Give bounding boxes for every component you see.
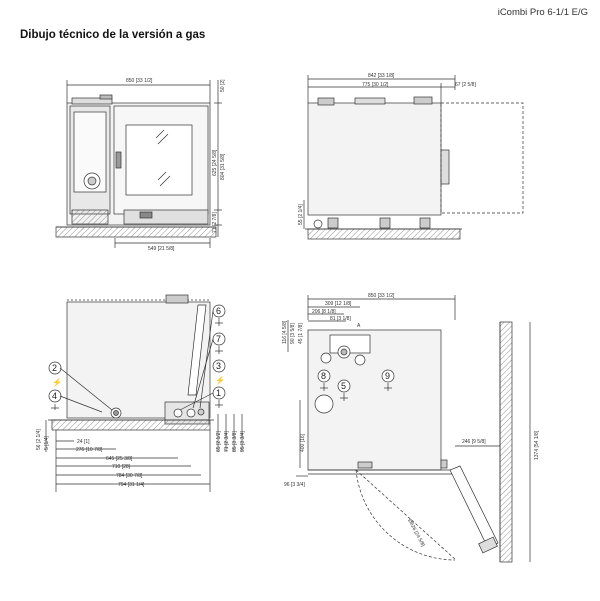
top-d3-dim: 81 [3 1/8] — [330, 316, 351, 322]
callout-9 — [381, 369, 395, 383]
svg-text:8: 8 — [321, 371, 326, 381]
conn-h3-dim: 645 [25 3/8] — [106, 456, 133, 462]
svg-text:4: 4 — [52, 391, 57, 401]
conn-h5-dim: 784 [30 7/8] — [116, 473, 143, 479]
total-depth-dim: 1374 [54 1/8] — [534, 430, 540, 460]
front-width-dim: 850 [33 1/2] — [126, 78, 153, 84]
electric-icon-2: ⚡ — [215, 375, 225, 385]
side-view: 842 [33 1/8] 775 [30 1/2] 67 [2 5/8] 55 … — [298, 73, 524, 240]
svg-text:2: 2 — [52, 363, 57, 373]
side-door-offset-dim: 67 [2 5/8] — [455, 82, 476, 88]
bottom-left-dim: 96 [3 3/4] — [284, 482, 305, 488]
point-a: A — [357, 323, 361, 329]
svg-text:9: 9 — [385, 371, 390, 381]
connections-view: 24 [1] 276 [10 7/8] 645 [25 3/8] 710 [28… — [36, 294, 246, 492]
top-d1-dim: 309 [12 1/8] — [325, 301, 352, 307]
top-width-dim: 850 [33 1/2] — [368, 293, 395, 299]
side-depth-inner-dim: 775 [30 1/2] — [362, 82, 389, 88]
callout-5 — [337, 379, 351, 393]
callout-3 — [212, 359, 226, 373]
conn-right-a-dim: 65 [2 1/2] — [216, 431, 222, 452]
svg-text:5: 5 — [341, 381, 346, 391]
top-v2-dim: 90 [3 5/8] — [290, 323, 296, 344]
conn-left-b-dim: 5 [1/4] — [44, 435, 50, 450]
conn-right-d-dim: 95 [3 3/4] — [240, 431, 246, 452]
front-total-height-dim: 804 [31 5/8] — [220, 153, 226, 180]
wall-gap-dim: 246 [9 5/8] — [462, 439, 486, 445]
conn-right-c-dim: 85 [3 3/8] — [232, 431, 238, 452]
front-view: 850 [33 1/2] 50 [2] 625 [24 5/8] 804 [31… — [55, 78, 226, 252]
conn-h1-dim: 24 [1] — [77, 439, 90, 445]
conn-right-b-dim: 71 [2 3/4] — [224, 431, 230, 452]
side-feet-dim: 55 [2 1/4] — [298, 204, 304, 225]
svg-text:7: 7 — [216, 334, 221, 344]
conn-h2-dim: 276 [10 7/8] — [76, 447, 103, 453]
conn-h4-dim: 710 [28] — [112, 464, 131, 470]
top-v3-dim: 45 [1 7/8] — [298, 323, 304, 344]
callout-2 — [48, 361, 62, 375]
svg-text:6: 6 — [216, 306, 221, 316]
front-leg-dim: 71 [2 7/8] — [212, 212, 218, 233]
svg-text:1: 1 — [216, 388, 221, 398]
model-name: iCombi Pro 6-1/1 E/G — [497, 7, 588, 18]
page-title: Dibujo técnico de la versión a gas — [20, 29, 206, 41]
front-bottom-width-dim: 549 [21 5/8] — [148, 246, 175, 252]
front-inner-height-dim: 625 [24 5/8] — [212, 149, 218, 176]
door-radius-dim: Ø626 [24 5/8] — [406, 518, 426, 548]
top-v1-dim: 116 [4 5/8] — [282, 320, 288, 344]
top-d2-dim: 206 [8 1/8] — [312, 309, 336, 315]
top-v4-dim: 400 [16] — [300, 433, 306, 452]
front-top-right-dim: 50 [2] — [220, 79, 226, 92]
conn-h6-dim: 794 [31 1/4] — [118, 482, 145, 488]
callout-8 — [317, 369, 331, 383]
electric-icon: ⚡ — [52, 377, 62, 387]
side-depth-total-dim: 842 [33 1/8] — [368, 73, 395, 79]
callout-4 — [48, 389, 62, 403]
conn-left-a-dim: 56 [2 1/4] — [36, 429, 42, 450]
top-view: 850 [33 1/2] 309 [12 1/8] 206 [8 1/8] 81… — [282, 293, 540, 563]
svg-text:3: 3 — [216, 361, 221, 371]
